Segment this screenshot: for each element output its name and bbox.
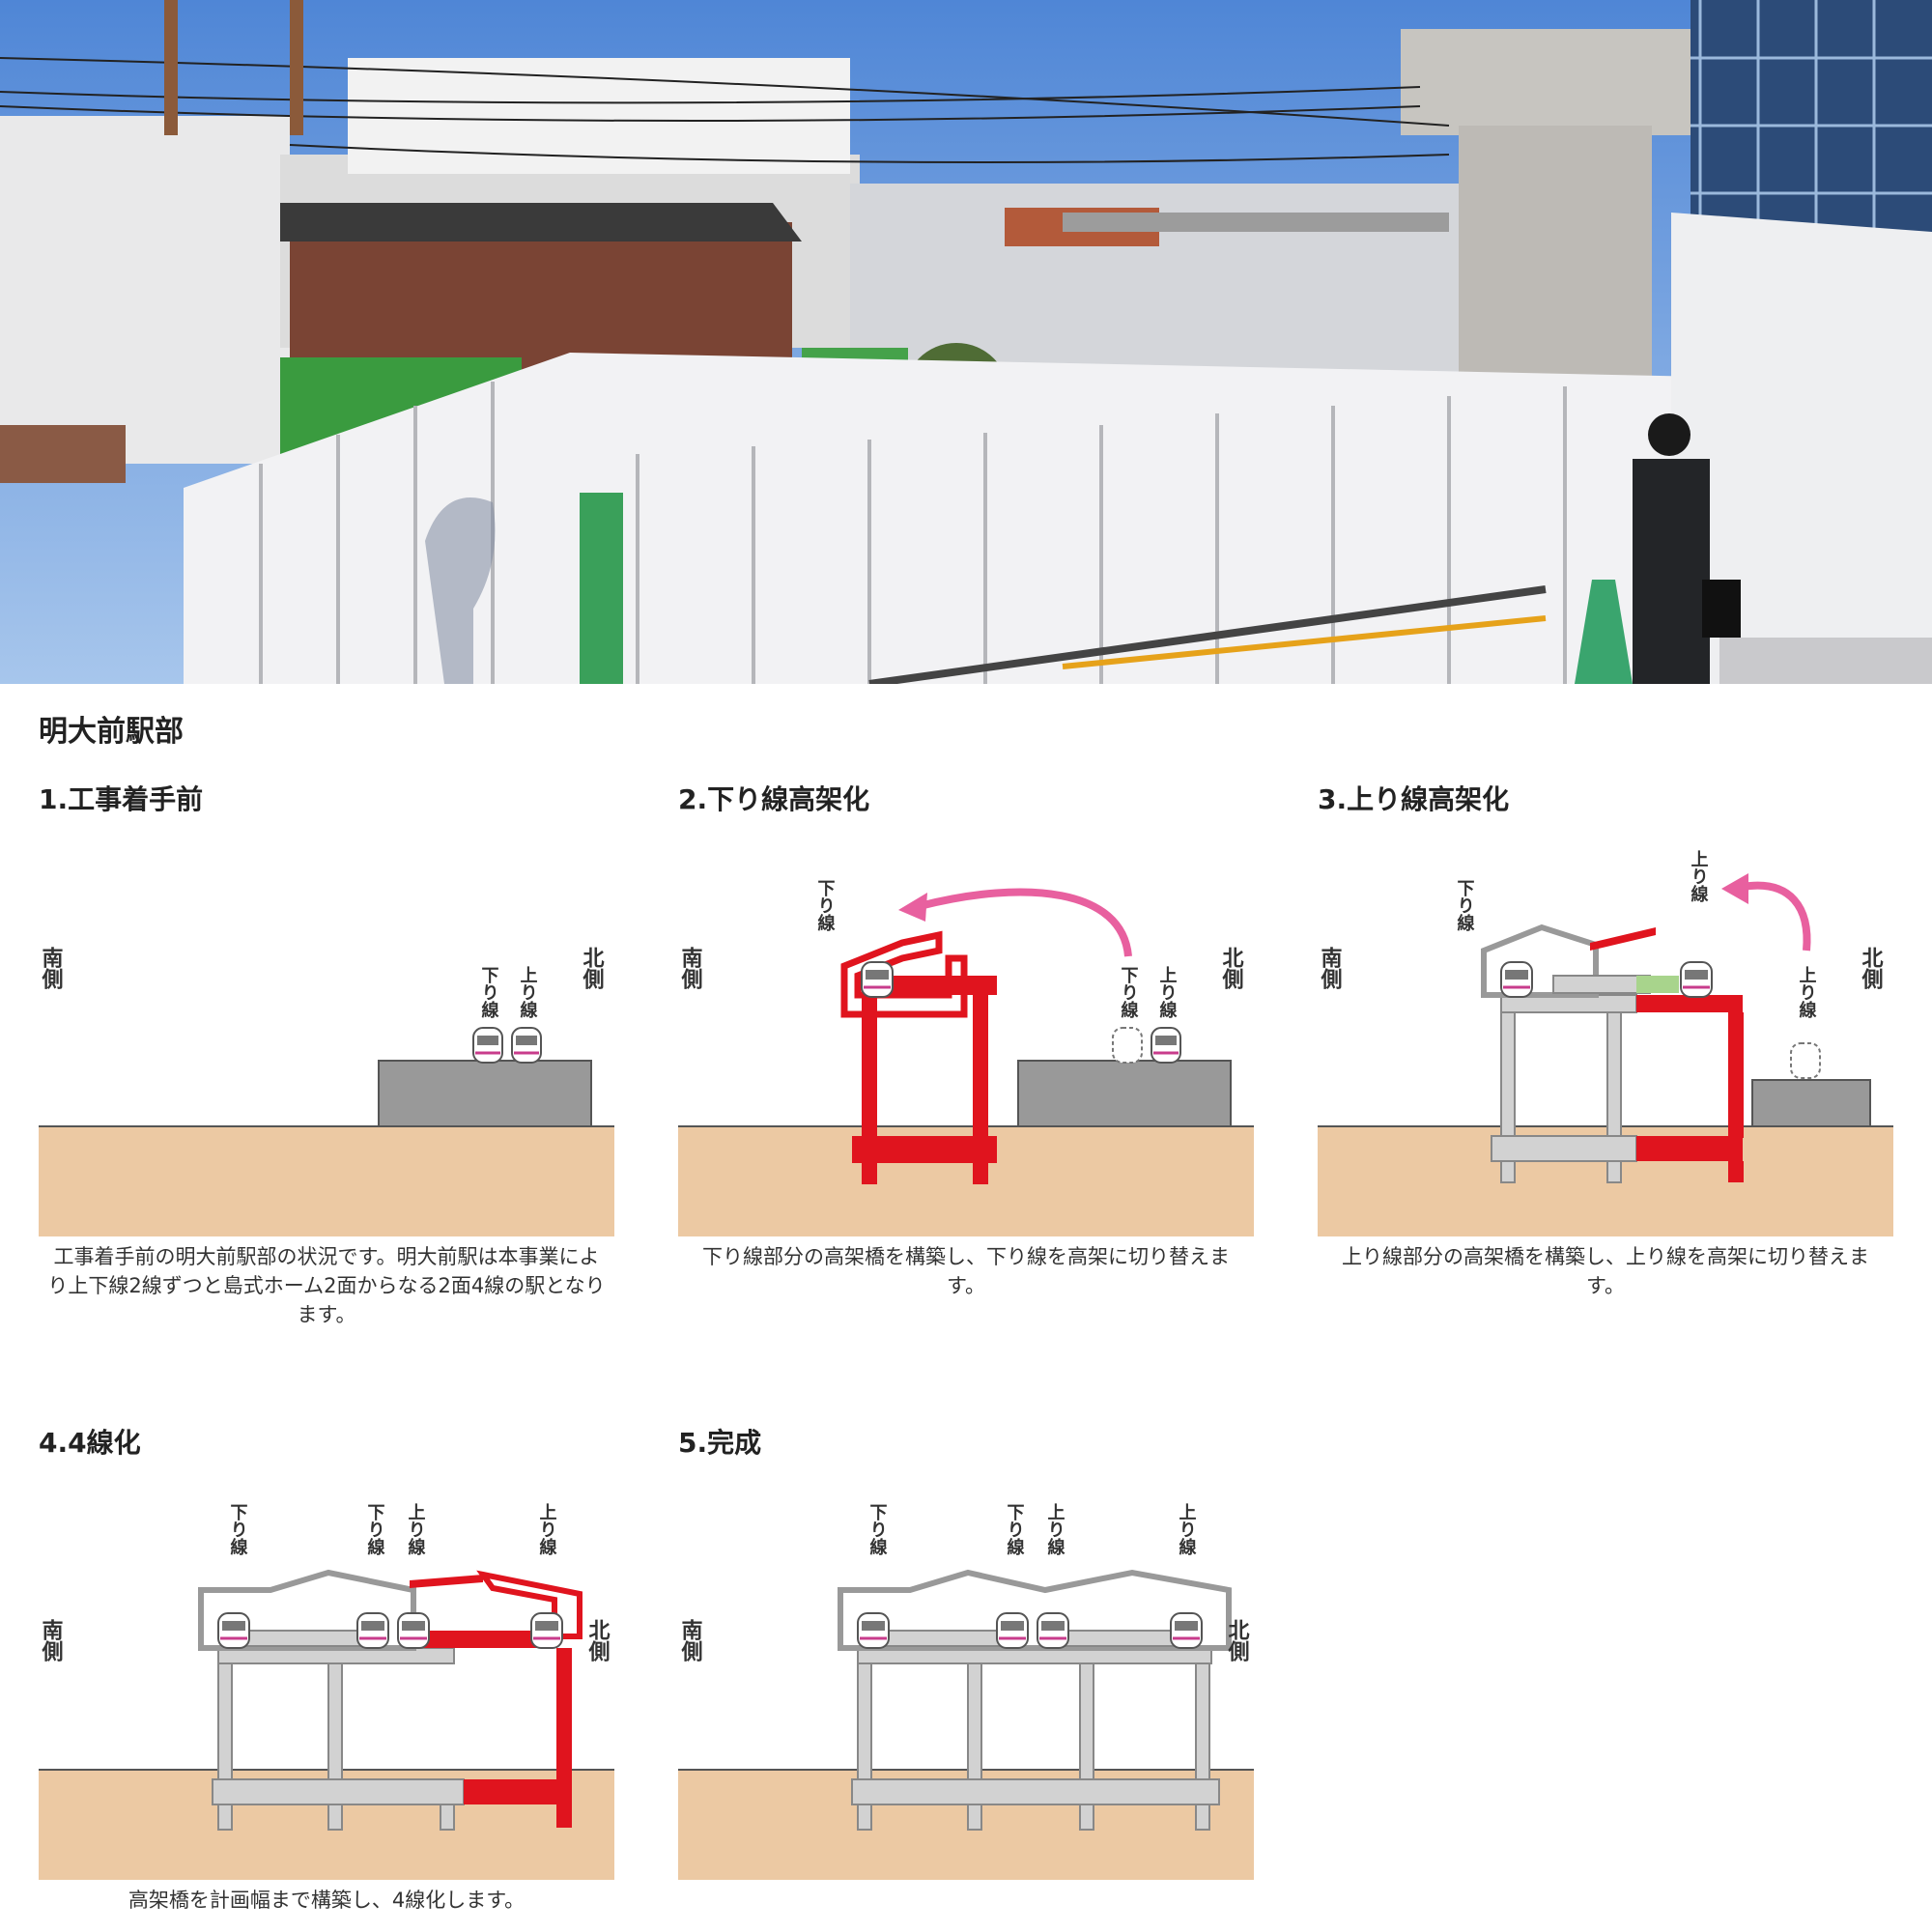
train-icon [472, 1027, 503, 1064]
step-panel-2: 2.下り線高架化 南側 北側 下り線 下り線 上り線 下り線部分の高架橋を構築し… [678, 781, 1254, 1297]
step-title: 2.下り線高架化 [678, 783, 870, 815]
train-icon [1680, 961, 1713, 998]
step-title: 4.4線化 [39, 1427, 141, 1459]
step-caption: 上り線部分の高架橋を構築し、上り線を高架に切り替えます。 [1342, 1245, 1869, 1297]
track-label-up: 上り線 [1689, 850, 1709, 903]
move-arrow [919, 888, 1132, 957]
step-title: 5.完成 [678, 1427, 762, 1459]
north-label: 北側 [1859, 947, 1885, 989]
step-title: 3.上り線高架化 [1318, 783, 1510, 815]
track-label-down: 下り線 [867, 1503, 888, 1556]
section-title: 明大前駅部 [39, 715, 184, 749]
move-arrow [1742, 881, 1811, 952]
step-title: 1.工事着手前 [39, 783, 204, 815]
existing-platform [1751, 1079, 1871, 1127]
train-icon [996, 1612, 1029, 1649]
step-caption: 工事着手前の明大前駅部の状況です。明大前駅は本事業により上下線2線ずつと島式ホー… [47, 1245, 606, 1326]
step-caption: 高架橋を計画幅まで構築し、4線化します。 [128, 1889, 526, 1912]
track-label-down-old: 下り線 [1119, 966, 1139, 1019]
north-label: 北側 [585, 1619, 611, 1662]
existing-platform [1017, 1060, 1232, 1127]
train-icon [217, 1612, 250, 1649]
completed-viaduct-down [1481, 923, 1651, 1183]
former-train-outline [1790, 1042, 1821, 1079]
track-label-down: 下り線 [815, 879, 836, 932]
train-icon [397, 1612, 430, 1649]
new-viaduct-up [1590, 927, 1744, 1182]
track-label-down: 下り線 [479, 966, 499, 1019]
track-label-up: 上り線 [518, 966, 538, 1019]
train-icon [857, 1612, 890, 1649]
track-label-up: 上り線 [406, 1503, 426, 1556]
train-icon [1170, 1612, 1203, 1649]
step-panel-1: 1.工事着手前 南側 北側 下り線 上り線 工事着手前の明大前駅部の状況です。明… [39, 781, 614, 1326]
former-train-outline [1112, 1027, 1143, 1064]
train-icon [356, 1612, 389, 1649]
south-label: 南側 [1318, 947, 1344, 989]
track-label-up: 上り線 [1177, 1503, 1197, 1556]
train-icon [861, 961, 894, 998]
step-panel-3: 3.上り線高架化 南側 [1318, 781, 1893, 1297]
completed-viaduct [198, 1569, 465, 1831]
track-label-up: 上り線 [1045, 1503, 1065, 1556]
cross-section-diagram: 南側 北側 下り線 下り線 上り線 上り線 [678, 1503, 1254, 1880]
train-icon [1151, 1027, 1181, 1064]
new-viaduct-down [840, 930, 997, 1184]
north-label: 北側 [580, 947, 606, 989]
track-label-up: 上り線 [537, 1503, 557, 1556]
north-label: 北側 [1219, 947, 1245, 989]
hero-photo [0, 0, 1932, 684]
track-label-down: 下り線 [1455, 879, 1475, 932]
train-icon [1500, 961, 1533, 998]
train-icon [1037, 1612, 1069, 1649]
track-label-up: 上り線 [1157, 966, 1178, 1019]
train-icon [511, 1027, 542, 1064]
south-label: 南側 [678, 947, 704, 989]
train-icon [530, 1612, 563, 1649]
track-label-down: 下り線 [1005, 1503, 1025, 1556]
cross-section-diagram: 南側 北側 下り線 上り線 [39, 947, 614, 1236]
north-label: 北側 [1225, 1619, 1251, 1662]
track-label-down: 下り線 [365, 1503, 385, 1556]
south-label: 南側 [39, 1619, 65, 1662]
step-panel-4: 4.4線化 南側 北側 下り線 下り線 上り線 上り線 高架橋を計画幅まで構築し… [39, 1424, 614, 1912]
cross-section-diagram: 南側 北側 下り線 上り線 上り線 [1318, 850, 1893, 1236]
step-caption: 下り線部分の高架橋を構築し、下り線を高架に切り替えます。 [702, 1245, 1230, 1297]
south-label: 南側 [678, 1619, 704, 1662]
new-viaduct-north [406, 1570, 582, 1828]
track-label-up-old: 上り線 [1797, 966, 1817, 1019]
step-panel-5: 5.完成 南側 北側 下り線 下り線 上り線 上り線 [678, 1424, 1254, 1880]
cross-section-diagram: 南側 北側 下り線 下り線 上り線 [678, 879, 1254, 1236]
track-label-down: 下り線 [228, 1503, 248, 1556]
cross-section-diagram: 南側 北側 下り線 下り線 上り線 上り線 [39, 1503, 614, 1880]
ground [39, 1126, 614, 1236]
completed-viaduct [838, 1569, 1232, 1831]
south-label: 南側 [39, 947, 65, 989]
existing-platform [378, 1060, 592, 1127]
